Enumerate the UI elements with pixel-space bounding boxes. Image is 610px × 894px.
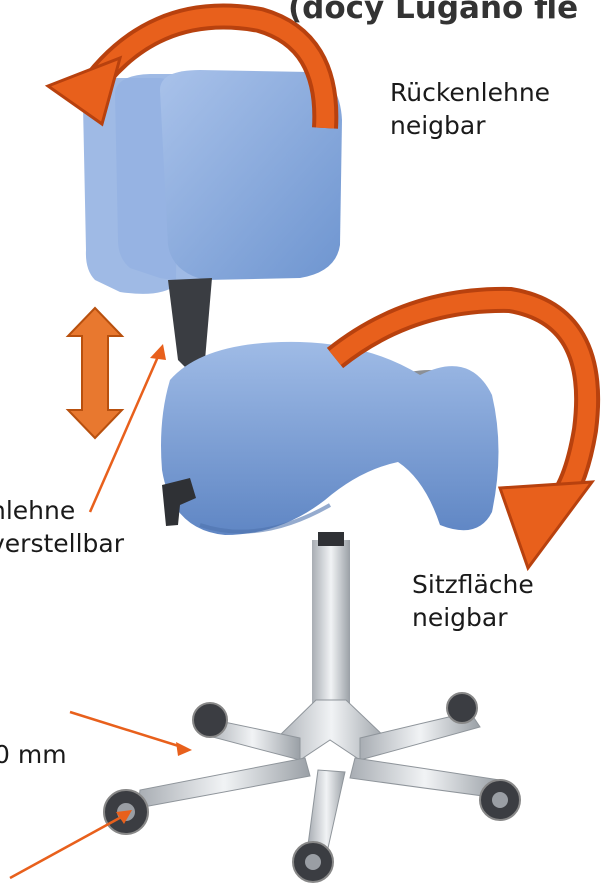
saddle-seat [161,342,499,535]
label-backrest-tilt: Rückenlehne neigbar [390,76,550,142]
label-backrest-height: nlehne verstellbar [0,494,124,560]
label-base-diameter: 0 mm [0,738,67,771]
double-arrow-icon [68,308,122,438]
page-title: (docy Lugano fle [288,0,578,26]
backrest [83,70,342,294]
gas-column [312,540,350,710]
label-seat-tilt: Sitzfläche neigbar [412,568,534,634]
